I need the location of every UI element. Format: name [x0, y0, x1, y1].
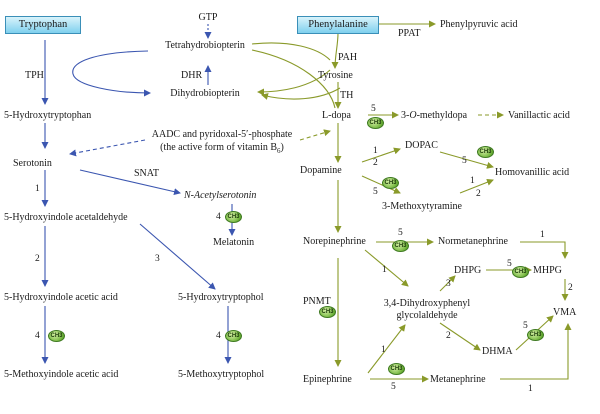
- acetylserotonin-label: N-Acetylserotonin: [184, 190, 257, 201]
- ppat-enzyme: PPAT: [398, 28, 421, 39]
- arrow-bh4-cycle: [72, 50, 151, 97]
- serotonin-label: Serotonin: [13, 158, 52, 169]
- dhr-enzyme: DHR: [181, 70, 203, 81]
- hydroxytryptophan-label: 5-Hydroxytryptophan: [4, 110, 92, 121]
- dhma-label: DHMA: [482, 346, 513, 357]
- arrow-aadc-right: [299, 129, 331, 141]
- mhpg-label: MHPG: [533, 265, 562, 276]
- pah-enzyme: PAH: [338, 52, 358, 63]
- dopamine-label: Dopamine: [300, 165, 342, 176]
- methyl-group-icon: CH3: [477, 146, 494, 158]
- step-1-nm: 1: [540, 230, 545, 240]
- ldopa-label: L-dopa: [322, 110, 351, 121]
- step-5-dopamine: 5: [373, 187, 378, 197]
- step-1-ne: 1: [382, 265, 387, 275]
- methyl-group-icon: CH3: [319, 306, 336, 318]
- methoxytyramine-label: 3-Methoxytyramine: [382, 201, 462, 212]
- epinephrine-label: Epinephrine: [303, 374, 352, 385]
- tyrosine-label: Tyrosine: [318, 70, 353, 81]
- step-2-dhpgly: 2: [446, 331, 451, 341]
- step-2-mhpg: 2: [568, 283, 573, 293]
- methyl-group-icon: CH3: [388, 363, 405, 375]
- arrow-serotonin-acetyl: [79, 169, 181, 196]
- aldehyde-label: 5-Hydroxyindole acetaldehyde: [4, 212, 128, 223]
- step-2-dopac: 2: [373, 158, 378, 168]
- arrow-dhpgly-dhma: [439, 322, 481, 351]
- melatonin-label: Melatonin: [213, 237, 255, 248]
- aadc-cofactor-line2: (the active form of vitamin B6): [160, 142, 284, 155]
- arrow-phe-tyr-pah: [331, 32, 339, 69]
- methyl-group-icon: CH3: [225, 211, 242, 223]
- metanephrine-label: Metanephrine: [430, 374, 486, 385]
- step-3-tryptophol: 3: [155, 254, 160, 264]
- dhpg-label: DHPG: [454, 265, 482, 276]
- snat-enzyme: SNAT: [134, 168, 160, 179]
- gtp-label: GTP: [198, 12, 218, 23]
- phenylpyruvic-label: Phenylpyruvic acid: [440, 19, 518, 30]
- dhpgly-label-line1: 3,4-Dihydroxyphenyl: [383, 298, 471, 309]
- step-1-meta: 1: [528, 384, 533, 394]
- methyl-group-icon: CH3: [527, 329, 544, 341]
- arrow-bh4-loop-d: [261, 87, 341, 100]
- arrow-bh4-loop-b: [257, 69, 331, 96]
- methoxytryptophol-label: 5-Methoxytryptophol: [178, 369, 265, 380]
- dihydrobiopterin-label: Dihydrobiopterin: [170, 88, 240, 99]
- tph-enzyme: TPH: [25, 70, 44, 81]
- step-5-dhma: 5: [523, 321, 528, 331]
- normetanephrine-label: Normetanephrine: [438, 236, 508, 247]
- arrow-mt-hva: [459, 178, 494, 194]
- step-5-dopac-hva: 5: [462, 156, 467, 166]
- arrow-dopamine-mt: [361, 175, 401, 194]
- step-4-melatonin: 4: [216, 212, 221, 222]
- arrow-nm-mhpg: [520, 241, 569, 259]
- methyl-group-icon: CH3: [48, 330, 65, 342]
- arrow-bh4-loop-c: [251, 49, 336, 109]
- norepinephrine-label: Norepinephrine: [303, 236, 366, 247]
- vma-label: VMA: [553, 307, 577, 318]
- step-5-dhpg: 5: [507, 259, 512, 269]
- vanillactic-label: Vanillactic acid: [508, 110, 570, 121]
- step-1-serotonin: 1: [35, 184, 40, 194]
- methyl-group-icon: CH3: [512, 266, 529, 278]
- hiaa-label: 5-Hydroxyindole acetic acid: [4, 292, 118, 303]
- step-1-mt-hva: 1: [470, 176, 475, 186]
- dhpgly-label-line2: glycolaldehyde: [396, 310, 458, 321]
- step-5-epi: 5: [391, 382, 396, 392]
- dopac-label: DOPAC: [405, 140, 438, 151]
- step-3-dhpg: 3: [446, 279, 451, 289]
- step-5-ldopa: 5: [371, 104, 376, 114]
- step-4-tryptophol: 4: [216, 331, 221, 341]
- phenylalanine-box: Phenylalanine: [297, 16, 379, 34]
- methyl-group-icon: CH3: [367, 117, 384, 129]
- tetrahydrobiopterin-label: Tetrahydrobiopterin: [165, 40, 245, 51]
- step-1-dopac: 1: [373, 146, 378, 156]
- homovanillic-label: Homovanillic acid: [495, 167, 570, 178]
- arrow-epi-dhpgly: [367, 324, 406, 374]
- arrow-ne-dhpgly: [364, 249, 409, 287]
- arrow-bh4-loop-a: [251, 42, 331, 61]
- step-4-hiaa: 4: [35, 331, 40, 341]
- th-enzyme: TH: [340, 90, 354, 101]
- arrow-aldehyde-tryptophol: [139, 223, 216, 290]
- arrow-aadc-left: [69, 139, 146, 157]
- methyl-group-icon: CH3: [225, 330, 242, 342]
- arrow-meta-vma: [500, 323, 572, 380]
- arrow-dhpgly-dhpg: [439, 275, 456, 292]
- tryptophan-box: Tryptophan: [5, 16, 81, 34]
- arrow-dopamine-dopac: [361, 147, 401, 163]
- methoxyindole-label: 5-Methoxyindole acetic acid: [4, 369, 119, 380]
- omethyldopa-label: 3-O-methyldopa: [401, 110, 468, 121]
- methyl-group-icon: CH3: [382, 177, 399, 189]
- methyl-group-icon: CH3: [392, 240, 409, 252]
- aadc-cofactor-line1: AADC and pyridoxal-5′-phosphate: [151, 129, 293, 140]
- hydroxytryptophol-label: 5-Hydroxytryptophol: [178, 292, 264, 303]
- arrow-dopac-hva: [439, 151, 494, 169]
- step-5-ne: 5: [398, 228, 403, 238]
- step-2-mt-hva: 2: [476, 189, 481, 199]
- pnmt-enzyme: PNMT: [303, 296, 331, 307]
- step-2-hiaa: 2: [35, 254, 40, 264]
- step-1-epi: 1: [381, 345, 386, 355]
